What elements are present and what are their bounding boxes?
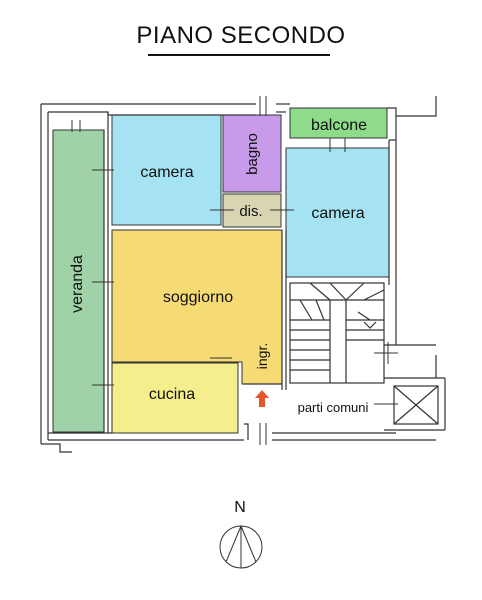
room-camera-2 [285,147,390,278]
room-cucina [111,362,239,434]
room-bagno [222,114,282,193]
plan-title: PIANO SECONDO [136,22,346,49]
room-camera-1 [111,114,222,226]
label-veranda: veranda [69,255,86,313]
label-parti-comuni: parti comuni [298,400,369,415]
walls [40,96,446,453]
openings [71,96,398,445]
label-disimpegno: dis. [239,203,262,220]
label-camera-1: camera [140,164,193,181]
title-underline [148,54,330,56]
compass-north-label: N [234,499,246,516]
compass-arrow-icon [225,525,257,568]
label-ingresso: ingr. [254,343,270,369]
entrance-arrow-icon [255,390,269,407]
label-balcone: balcone [311,117,367,134]
room-balcone [289,107,388,139]
label-soggiorno: soggiorno [163,289,233,306]
room-veranda [52,129,105,433]
label-camera-2: camera [311,205,364,222]
label-bagno: bagno [244,133,261,175]
label-cucina: cucina [149,386,195,403]
compass: N [219,499,263,569]
